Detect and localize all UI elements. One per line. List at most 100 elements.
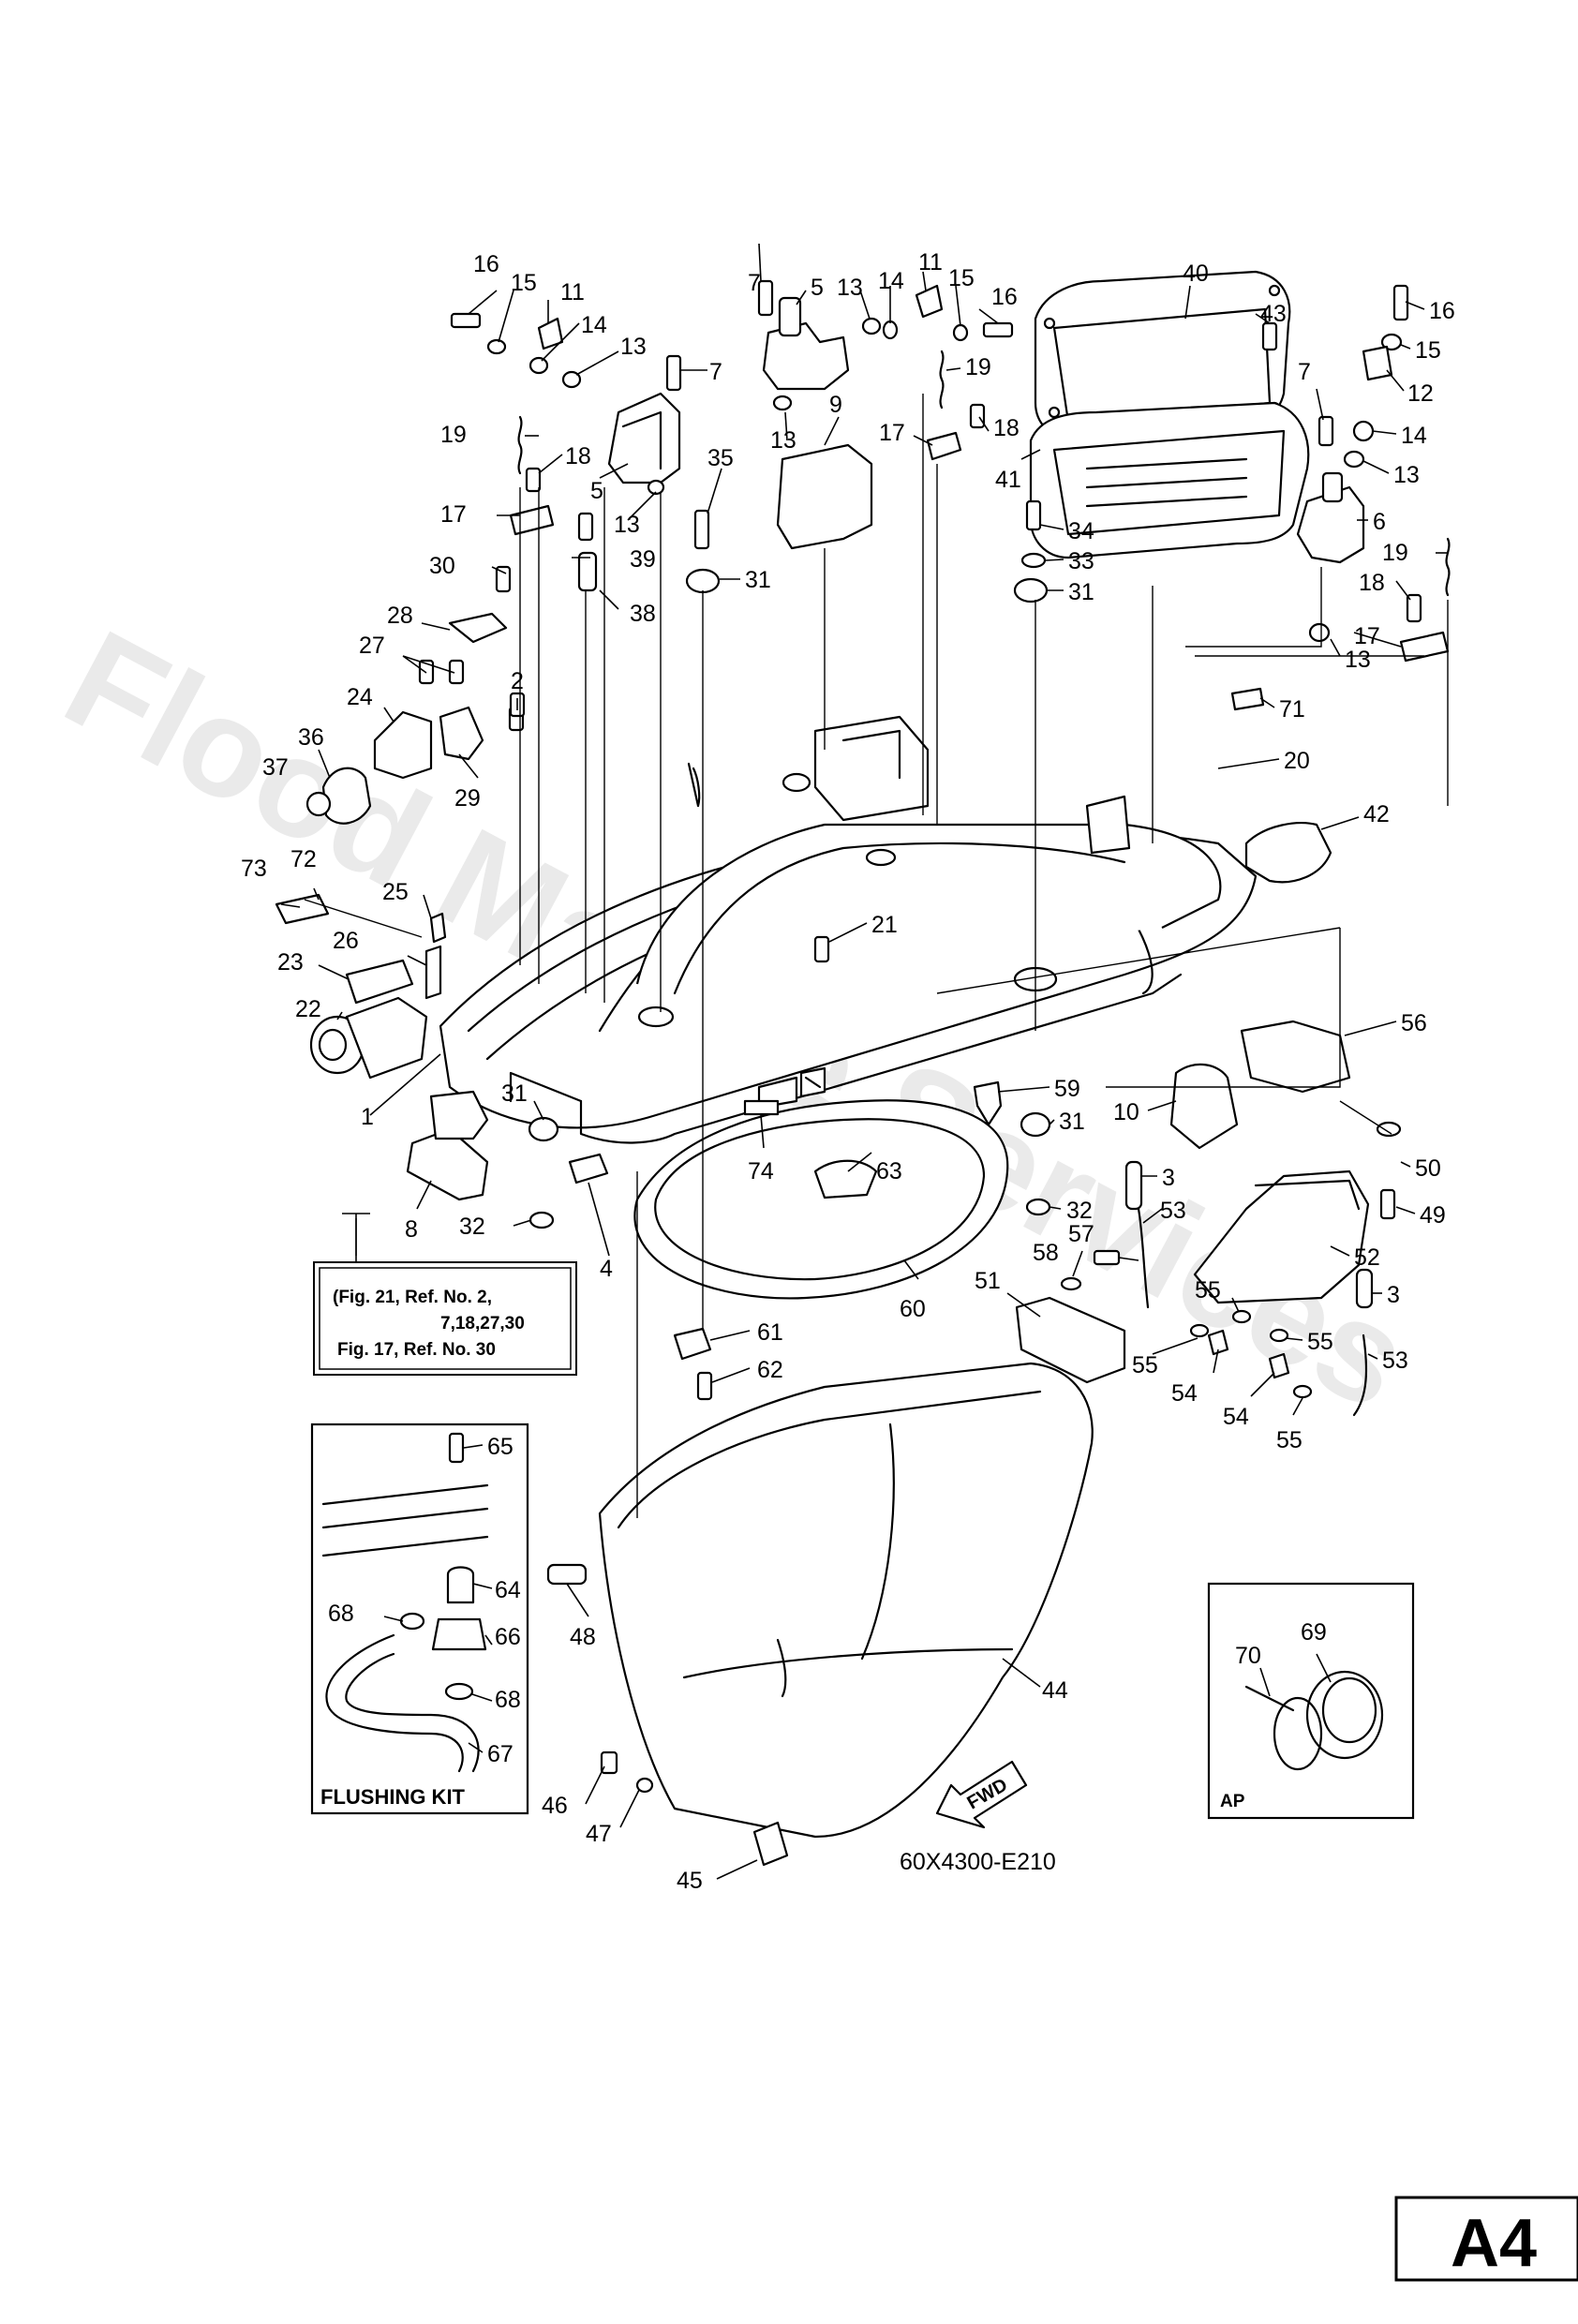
clip-55-a bbox=[1231, 1309, 1252, 1324]
bracket-9 bbox=[776, 443, 873, 550]
grommet-31-c bbox=[528, 1116, 559, 1142]
ap-box: AP bbox=[1207, 1582, 1415, 1820]
callout-9: 9 bbox=[829, 392, 842, 418]
callout-53: 53 bbox=[1382, 1348, 1408, 1374]
callout-40: 40 bbox=[1183, 261, 1209, 287]
callout-8: 8 bbox=[405, 1216, 418, 1243]
callout-3: 3 bbox=[1162, 1165, 1175, 1191]
callout-47: 47 bbox=[586, 1821, 612, 1847]
callout-71: 71 bbox=[1279, 696, 1305, 723]
page-label: A4 bbox=[1451, 2206, 1537, 2281]
callout-54: 54 bbox=[1171, 1380, 1198, 1407]
bolt-57 bbox=[1093, 1249, 1121, 1266]
fasteners bbox=[418, 279, 1451, 963]
callout-17: 17 bbox=[1354, 623, 1380, 649]
callout-54: 54 bbox=[1223, 1404, 1249, 1430]
grommet-31-a bbox=[685, 568, 721, 594]
callout-35: 35 bbox=[707, 445, 734, 471]
grommet-59 bbox=[973, 1080, 1003, 1126]
callout-16: 16 bbox=[473, 251, 499, 277]
collar-32-b bbox=[1025, 1198, 1051, 1216]
callout-33: 33 bbox=[1068, 548, 1094, 574]
callout-50: 50 bbox=[1415, 1155, 1441, 1182]
callout-72: 72 bbox=[290, 846, 317, 872]
callout-41: 41 bbox=[995, 467, 1021, 493]
holder-23 bbox=[345, 959, 414, 1005]
block-24 bbox=[373, 710, 433, 780]
pad-63 bbox=[813, 1159, 878, 1199]
flushing-kit-title: FLUSHING KIT bbox=[320, 1785, 466, 1809]
callout-61: 61 bbox=[757, 1319, 783, 1346]
apron bbox=[598, 1362, 1094, 1839]
callout-32: 32 bbox=[459, 1214, 485, 1240]
callout-12: 12 bbox=[1407, 380, 1434, 407]
washer-58 bbox=[1060, 1276, 1082, 1291]
clip-45 bbox=[752, 1821, 789, 1867]
pad-4 bbox=[568, 1153, 609, 1184]
ref-line-2: 7,18,27,30 bbox=[440, 1314, 525, 1333]
callout-73: 73 bbox=[241, 856, 267, 882]
bracket-6-right bbox=[1296, 471, 1365, 564]
callout-55: 55 bbox=[1195, 1277, 1221, 1304]
callout-leaders bbox=[280, 243, 1448, 1880]
label-71 bbox=[1230, 687, 1265, 711]
callout-74: 74 bbox=[748, 1158, 774, 1184]
callout-26: 26 bbox=[333, 928, 359, 954]
callout-49: 49 bbox=[1420, 1202, 1446, 1229]
fitting-54-b bbox=[1268, 1352, 1290, 1379]
clip-55-d bbox=[1292, 1384, 1313, 1399]
callout-15: 15 bbox=[511, 270, 537, 296]
callout-27: 27 bbox=[359, 633, 385, 659]
callout-17: 17 bbox=[879, 420, 905, 446]
callout-67: 67 bbox=[487, 1741, 514, 1767]
guide-26 bbox=[424, 945, 442, 1000]
callout-5: 5 bbox=[590, 478, 603, 504]
callout-1: 1 bbox=[361, 1104, 374, 1130]
bracket-29 bbox=[439, 706, 484, 761]
hose-53-b bbox=[1352, 1333, 1368, 1417]
ref-line-3: Fig. 17, Ref. No. 30 bbox=[337, 1340, 496, 1360]
callout-31: 31 bbox=[745, 567, 771, 593]
drawing-code: 60X4300-E210 bbox=[900, 1849, 1056, 1875]
label-74 bbox=[743, 1099, 780, 1116]
callout-7: 7 bbox=[709, 359, 722, 385]
callout-7: 7 bbox=[748, 270, 761, 296]
plug-37 bbox=[305, 791, 332, 817]
callout-11: 11 bbox=[560, 279, 585, 305]
callout-31: 31 bbox=[1059, 1109, 1085, 1135]
callout-22: 22 bbox=[295, 996, 321, 1022]
callout-18: 18 bbox=[1359, 570, 1385, 596]
callout-numbers: 16 15 11 14 13 7 19 18 5 13 17 39 30 38 … bbox=[241, 249, 1455, 1894]
callout-30: 30 bbox=[429, 553, 455, 579]
callout-70: 70 bbox=[1235, 1643, 1261, 1669]
page-label-box: A4 bbox=[1394, 2196, 1578, 2282]
callout-39: 39 bbox=[630, 546, 656, 573]
callout-34: 34 bbox=[1068, 518, 1094, 544]
callout-13: 13 bbox=[837, 275, 863, 301]
callout-37: 37 bbox=[262, 754, 289, 781]
clip-25 bbox=[429, 912, 447, 944]
callout-20: 20 bbox=[1284, 748, 1310, 774]
bracket-5-center bbox=[762, 296, 850, 391]
callout-14: 14 bbox=[878, 268, 904, 294]
callout-19: 19 bbox=[1382, 540, 1408, 566]
ap-label: AP bbox=[1220, 1792, 1245, 1811]
callout-13: 13 bbox=[614, 512, 640, 538]
callout-42: 42 bbox=[1363, 801, 1390, 827]
callout-4: 4 bbox=[600, 1256, 613, 1282]
bracket-61 bbox=[673, 1327, 712, 1361]
callout-6: 6 bbox=[1373, 509, 1386, 535]
flushing-kit-box: FLUSHING KIT bbox=[310, 1423, 529, 1815]
bracket-10 bbox=[1169, 1063, 1239, 1150]
callout-66: 66 bbox=[495, 1624, 521, 1650]
screw-46 bbox=[600, 1750, 618, 1775]
callout-55: 55 bbox=[1307, 1329, 1333, 1355]
ref-line-1: (Fig. 21, Ref. No. 2, bbox=[333, 1288, 492, 1307]
callout-31: 31 bbox=[501, 1080, 528, 1107]
washer-50 bbox=[1376, 1121, 1402, 1138]
callout-55: 55 bbox=[1132, 1352, 1158, 1378]
callout-25: 25 bbox=[382, 879, 409, 905]
callout-13: 13 bbox=[1345, 647, 1371, 673]
callout-15: 15 bbox=[948, 265, 975, 291]
